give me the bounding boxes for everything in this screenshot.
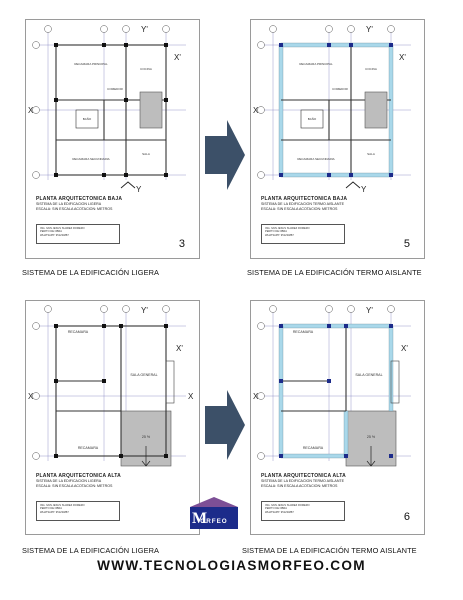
page-number: 6 [403,511,410,523]
right-arrow-icon [205,390,245,460]
svg-text:RECAMARA SECUNDARIA: RECAMARA SECUNDARIA [297,157,334,161]
room-bano: BAÑO [83,116,92,121]
engineer-stamp: ING. IVAN JESUS SUAREZ ROMERO PERITO DE … [261,224,345,244]
page-number: 3 [178,238,185,250]
engineer-stamp: ING. IVAN JESUS SUAREZ ROMERO PERITO DE … [261,501,345,521]
svg-text:Y': Y' [141,306,148,315]
logo-text: ORFEO [200,518,228,525]
svg-text:RECAMARA PRINCIPAL: RECAMARA PRINCIPAL [299,62,333,66]
room-recamara-secundaria: RECAMARA SECUNDARIA [72,157,109,161]
svg-text:X': X' [401,344,408,353]
svg-text:Y: Y [361,185,367,194]
svg-text:25 %: 25 % [367,435,376,439]
floor-plan-low-insulated: RECAMARA PRINCIPAL COCINA COMEDOR BAÑO S… [253,25,411,194]
svg-text:Y': Y' [366,25,373,34]
svg-text:RECAMARA: RECAMARA [303,446,324,450]
floor-plan-low-light: RECAMARA PRINCIPAL COCINA COMEDOR BAÑO S… [28,25,186,194]
svg-text:COMEDOR: COMEDOR [332,87,349,91]
stair-percent: 25 % [142,435,151,439]
room-recamara-2: RECAMARA [78,446,99,450]
scale-label: ESCALA: SIN ESCALA ACOTACION: METROS [261,483,338,488]
svg-text:RECAMARA: RECAMARA [293,330,314,334]
caption-bottom-left: SISTEMA DE LA EDIFICACIÓN LIGERA [22,546,160,555]
page-number: 5 [403,238,410,250]
engineer-stamp: ING. IVAN JESUS SUAREZ ROMERO PERITO DE … [36,224,120,244]
room-sala-general: SALA GENERAL [130,373,157,377]
floor-plan-high-insulated: RECAMARA SALA GENERAL RECAMARA 25 % XX' … [253,305,411,467]
caption-top-left: SISTEMA DE LA EDIFICACIÓN LIGERA [22,268,160,277]
room-sala: SALA [142,152,150,156]
sheet-top-right: RECAMARA PRINCIPAL COCINA COMEDOR BAÑO S… [250,19,425,259]
plan-title: PLANTA ARQUITECTONICA ALTA [36,473,121,479]
room-recamara-principal: RECAMARA PRINCIPAL [74,62,108,66]
logo-letter: M [192,510,207,527]
plan-title: PLANTA ARQUITECTONICA BAJA [261,196,348,202]
svg-text:X: X [253,106,259,115]
sheet-top-left: RECAMARA PRINCIPAL COCINA COMEDOR BAÑO S… [25,19,200,259]
plan-title: PLANTA ARQUITECTONICA ALTA [261,473,346,479]
scale-label: ESCALA: SIN ESCALA ACOTACION: METROS [36,206,113,211]
morfeo-logo: M ORFEO [186,497,242,533]
website-url[interactable]: WWW.TECNOLOGIASMORFEO.COM [97,558,366,573]
room-comedor: COMEDOR [107,87,124,91]
axis-y-label: Y [136,185,142,194]
floor-plan-high-light: RECAMARA SALA GENERAL RECAMARA 25 % XX' … [28,305,194,467]
svg-text:COCINA: COCINA [365,67,377,71]
system-label: SISTEMA DE LA EDIFICACION TERMO AISLANTE [261,479,345,483]
right-arrow-icon [205,120,245,190]
system-label: SISTEMA DE LA EDIFICACION LIGERA [36,479,102,483]
svg-text:X: X [188,392,194,401]
scale-label: ESCALA: SIN ESCALA ACOTACION: METROS [261,206,338,211]
svg-text:SALA: SALA [367,152,375,156]
caption-top-right: SISTEMA DE LA EDIFICACIÓN TERMO AISLANTE [247,268,422,277]
room-recamara: RECAMARA [68,330,89,334]
svg-text:BAÑO: BAÑO [308,116,317,121]
axis-y-prime-label: Y' [141,25,148,34]
scale-label: ESCALA: SIN ESCALA ACOTACION: METROS [36,483,113,488]
room-cocina: COCINA [140,67,152,71]
system-label: SISTEMA DE LA EDIFICACION TERMO AISLANTE [261,202,345,206]
axis-x-label: X [28,106,34,115]
svg-text:SALA GENERAL: SALA GENERAL [355,373,382,377]
engineer-stamp: ING. IVAN JESUS SUAREZ ROMERO PERITO DE … [36,501,120,521]
svg-text:X: X [253,392,259,401]
svg-text:X: X [28,392,34,401]
plan-title: PLANTA ARQUITECTONICA BAJA [36,196,123,202]
system-label: SISTEMA DE LA EDIFICACION LIGERA [36,202,102,206]
svg-text:X': X' [176,344,183,353]
svg-text:Y': Y' [366,306,373,315]
caption-bottom-right: SISTEMA DE LA EDIFICACIÓN TERMO AISLANTE [242,546,417,555]
svg-text:X': X' [399,53,406,62]
axis-x-prime-label: X' [174,53,181,62]
